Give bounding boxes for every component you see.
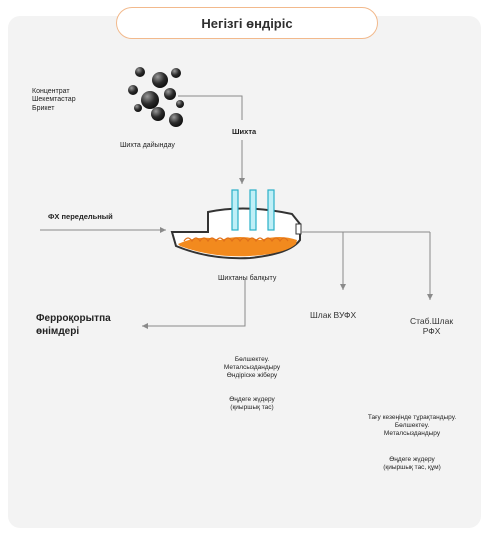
stab-slag-line: Стаб.Шлак (410, 316, 454, 326)
products-arrow (142, 280, 246, 329)
raw-input-item: Брикет (32, 104, 55, 112)
stab-slag-label: Стаб.Шлак РФХ (410, 316, 453, 336)
slag-steps: Тағу кезеңінде тұрақтандыру. Бөлшектеу. … (352, 414, 472, 437)
slag-steps-2: Өңдеге жүдеру (қиыршық тас, құм) (352, 456, 472, 472)
step-line: (қиыршық тас, құм) (383, 463, 441, 471)
charge-material-icon (128, 67, 184, 127)
step-line: Өңдеге жүдеру (389, 456, 435, 463)
step-line: (қиыршық тас) (230, 403, 274, 411)
step-line: Өңдеге жүдеру (229, 396, 275, 403)
step-line: Металсыздандыру (223, 363, 281, 371)
diagram-panel (8, 16, 481, 528)
products-title-line: өнімдері (36, 326, 80, 337)
raw-input-item: Шекемтастар (32, 96, 76, 104)
products-title: Ферроқорытпа өнімдері (36, 312, 111, 338)
page-title: Негізгі өндіріс (116, 7, 378, 39)
step-line: Өндіріске жіберу (226, 371, 278, 379)
stab-slag-line: РФХ (422, 326, 441, 337)
raw-inputs-list: Концентрат Шекемтастар Брикет (32, 88, 76, 113)
furnace-icon (170, 189, 302, 260)
title-text: Негізгі өндіріс (201, 15, 293, 31)
step-line: Металсыздандыру (383, 429, 441, 437)
slag-vufh-label: Шлак ВУФХ (310, 310, 357, 320)
products-steps-2: Өңдеге жүдеру (қиыршық тас) (212, 396, 292, 412)
raw-input-item: Концентрат (32, 88, 70, 95)
fx-input-label: ФХ передельный (48, 212, 113, 221)
step-line: Тағу кезеңінде тұрақтандыру. (367, 414, 457, 421)
melting-label: Шихтаны балқыту (218, 275, 277, 282)
step-line: Бөлшектеу. (394, 421, 430, 429)
charge-label: Шихта (232, 127, 257, 136)
products-steps: Бөлшектеу. Металсыздандыру Өндіріске жіб… (212, 356, 292, 379)
step-line: Бөлшектеу. (234, 356, 270, 363)
charge-prep-label: Шихта дайындау (120, 142, 175, 149)
products-title-line: Ферроқорытпа (36, 313, 111, 324)
